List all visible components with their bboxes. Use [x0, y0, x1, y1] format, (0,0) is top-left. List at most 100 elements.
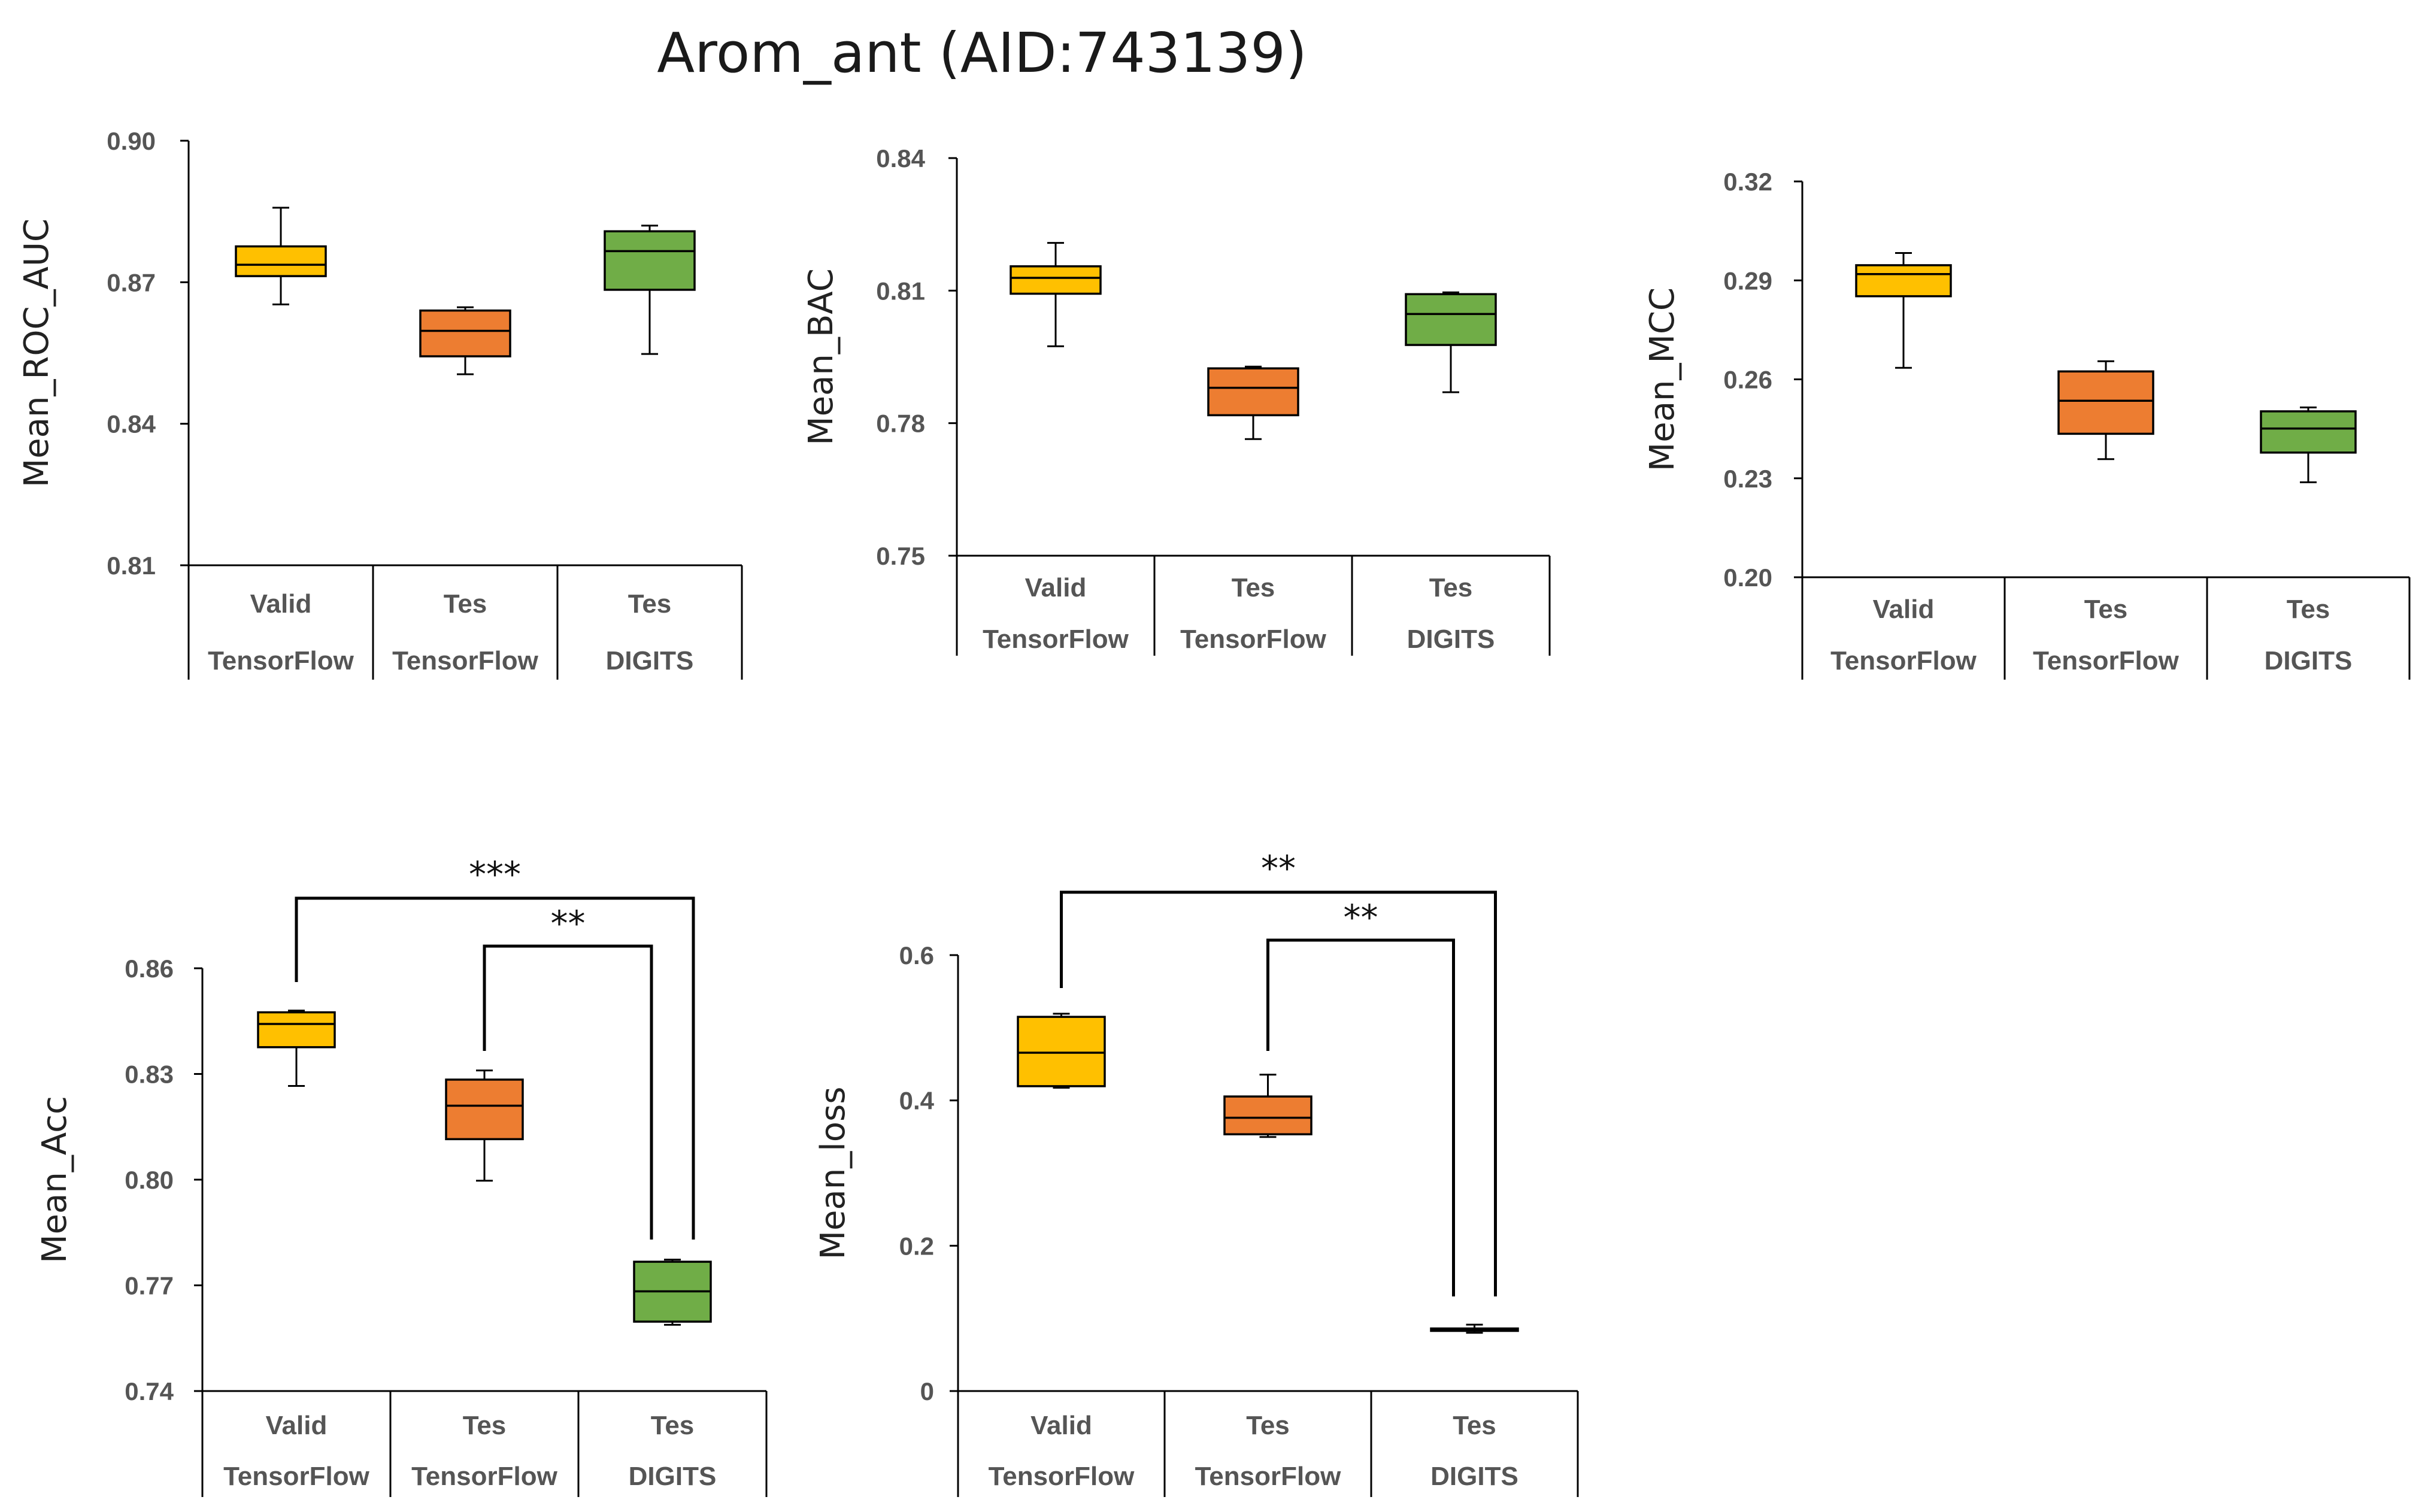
y-axis-label: Mean_MCC	[1643, 287, 1682, 471]
significance-bracket: **	[1266, 897, 1455, 1296]
significance-bracket: **	[483, 903, 653, 1240]
iqr-box	[2057, 370, 2154, 435]
y-tick-label: 0.26	[1723, 366, 1772, 394]
chart-2: Mean_BAC0.840.810.780.75ValidTensorFlowT…	[802, 144, 1551, 656]
category-label-bottom: TensorFlow	[1830, 646, 1977, 675]
category-label-top: Tes	[1429, 573, 1473, 602]
box-1	[257, 1010, 336, 1087]
y-axis-label: Mean_Acc	[35, 1096, 74, 1263]
box-1	[1855, 252, 1952, 369]
category-label-top: Tes	[444, 589, 487, 619]
chart-1: Mean_ROC_AUC 0.90 0.87 0.84 0.81ValidTensorF…	[17, 127, 743, 680]
bracket-line	[1060, 890, 1497, 1296]
y-tick-label: 0.86	[125, 955, 174, 983]
y-tick-label: 0.80	[125, 1166, 174, 1194]
category-label-top: Tes	[1246, 1411, 1290, 1440]
iqr-box	[1017, 1016, 1106, 1087]
y-axis-label: Mean_ROC_AUC	[17, 219, 56, 487]
y-tick-label: 0.20	[1723, 563, 1772, 592]
iqr-box	[445, 1078, 524, 1141]
significance-label: **	[1261, 848, 1296, 889]
category-label-top: Tes	[1453, 1411, 1496, 1440]
figure-title: Arom_ant (AID:743139)	[657, 21, 1307, 85]
iqr-box	[419, 309, 511, 357]
bracket-line	[483, 944, 653, 1240]
significance-bracket: ***	[295, 854, 695, 1240]
box-2	[445, 1069, 524, 1182]
iqr-box	[257, 1011, 336, 1049]
category-label-top: Valid	[1030, 1411, 1092, 1440]
chart-3: Mean_MCC 0.32 0.29 0.26 0.23 0.20ValidTensorF…	[1643, 168, 2411, 680]
iqr-box	[1010, 265, 1102, 295]
y-tick-label: 0.74	[125, 1377, 174, 1405]
category-label-bottom: TensorFlow	[1195, 1462, 1341, 1491]
category-label-bottom: TensorFlow	[411, 1462, 557, 1491]
category-label-bottom: TensorFlow	[2033, 646, 2179, 675]
category-label-bottom: TensorFlow	[208, 646, 354, 675]
box-2	[419, 306, 511, 375]
y-tick-label: 0.32	[1723, 168, 1772, 196]
y-tick-label: 0.78	[876, 410, 925, 438]
chart-4: Mean_Acc 0.86 0.83 0.80 0.77 0.74ValidTensorF…	[35, 854, 768, 1497]
category-label-bottom: DIGITS	[1407, 625, 1495, 654]
category-label-top: Tes	[651, 1411, 695, 1440]
iqr-box	[604, 230, 696, 291]
box-3	[1430, 1323, 1519, 1334]
category-label-top: Tes	[1232, 573, 1275, 602]
category-label-top: Tes	[2287, 595, 2330, 624]
y-axis-label: Mean_BAC	[802, 268, 841, 445]
category-label-bottom: TensorFlow	[1180, 625, 1326, 654]
iqr-box	[1223, 1095, 1313, 1135]
y-tick-label: 0.81	[876, 277, 925, 305]
box-1	[1010, 242, 1102, 347]
box-2	[1223, 1074, 1313, 1138]
category-label-top: Valid	[1873, 595, 1935, 624]
category-label-bottom: TensorFlow	[989, 1462, 1135, 1491]
y-tick-label: 0.6	[899, 941, 934, 969]
significance-label: **	[551, 903, 586, 944]
iqr-box	[235, 245, 327, 277]
box-3	[633, 1259, 712, 1326]
y-tick-label: 0.90	[107, 127, 156, 155]
category-label-bottom: TensorFlow	[223, 1462, 369, 1491]
charts-group: Mean_ROC_AUC0.900.870.840.81ValidTensorF…	[17, 127, 2411, 1497]
category-label-bottom: TensorFlow	[392, 646, 538, 675]
iqr-box	[1405, 293, 1497, 346]
bracket-line	[1266, 938, 1455, 1296]
y-tick-label: 0.23	[1723, 465, 1772, 493]
iqr-box	[2260, 410, 2357, 454]
box-3	[604, 225, 696, 355]
y-tick-label: 0.75	[876, 542, 925, 570]
box-3	[1405, 291, 1497, 393]
category-label-top: Valid	[266, 1411, 328, 1440]
y-tick-label: 0.87	[107, 268, 156, 296]
category-label-top: Tes	[463, 1411, 507, 1440]
y-tick-label: 0.29	[1723, 266, 1772, 295]
iqr-box	[1855, 264, 1952, 298]
y-tick-label: 0.2	[899, 1232, 934, 1260]
box-1	[235, 207, 327, 305]
bracket-line	[295, 896, 695, 1240]
y-axis-label: Mean_loss	[814, 1087, 853, 1260]
y-tick-label: 0.77	[125, 1272, 174, 1300]
category-label-bottom: DIGITS	[606, 646, 694, 675]
box-2	[1207, 365, 1299, 440]
category-label-top: Tes	[2084, 595, 2128, 624]
significance-bracket: **	[1060, 848, 1497, 1296]
category-label-top: Valid	[250, 589, 312, 619]
y-tick-label: 0.83	[125, 1060, 174, 1089]
y-tick-label: 0.84	[107, 410, 156, 438]
y-tick-label: 0	[920, 1377, 934, 1405]
category-label-bottom: TensorFlow	[983, 625, 1129, 654]
y-tick-label: 0.81	[107, 552, 156, 580]
box-1	[1017, 1013, 1106, 1089]
category-label-bottom: DIGITS	[2265, 646, 2353, 675]
y-tick-label: 0.4	[899, 1087, 935, 1115]
box-3	[2260, 406, 2357, 483]
iqr-box	[1207, 367, 1299, 417]
category-label-top: Tes	[628, 589, 672, 619]
significance-label: ***	[469, 854, 521, 895]
y-tick-label: 0.84	[876, 144, 925, 172]
